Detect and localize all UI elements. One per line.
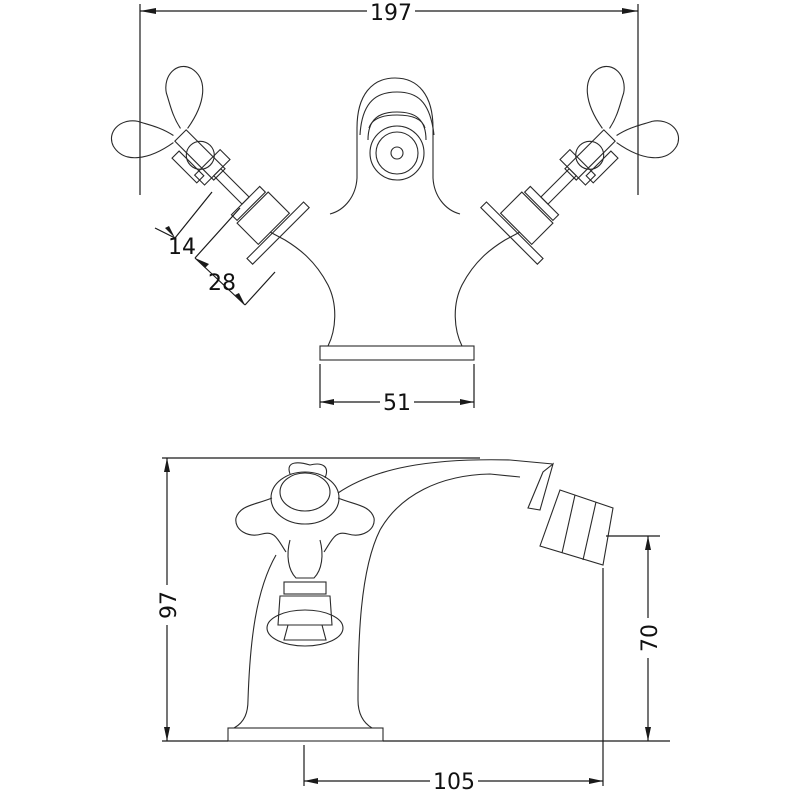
dimension-label-97: 97: [157, 591, 182, 619]
dimension-overall-width: 197: [139, 0, 639, 195]
side-view: 97 70 105: [155, 457, 670, 795]
dimension-label-70: 70: [638, 624, 663, 652]
side-base-plate: [227, 727, 384, 742]
nozzle-front: [359, 91, 435, 181]
dimension-overall-height: 97: [155, 457, 670, 742]
dimension-label-197: 197: [370, 1, 412, 26]
base-plate: [319, 345, 475, 361]
dimension-label-51: 51: [383, 391, 411, 416]
dimension-label-28: 28: [208, 271, 236, 296]
dimension-base-width: 51: [319, 364, 475, 416]
front-view: 197: [111, 0, 679, 416]
left-handle: [111, 66, 310, 265]
side-handle: [235, 462, 375, 647]
dimension-label-105: 105: [433, 770, 475, 795]
side-body-outline: [233, 459, 554, 729]
dimension-handle-offsets: 14 28: [154, 191, 276, 306]
right-handle: [480, 66, 679, 265]
side-spout: [527, 462, 614, 566]
dimension-spout-height: 70: [606, 535, 663, 741]
dimension-spout-projection: 105: [303, 568, 604, 795]
body-outline: [269, 77, 521, 347]
dimension-label-14: 14: [168, 235, 196, 260]
